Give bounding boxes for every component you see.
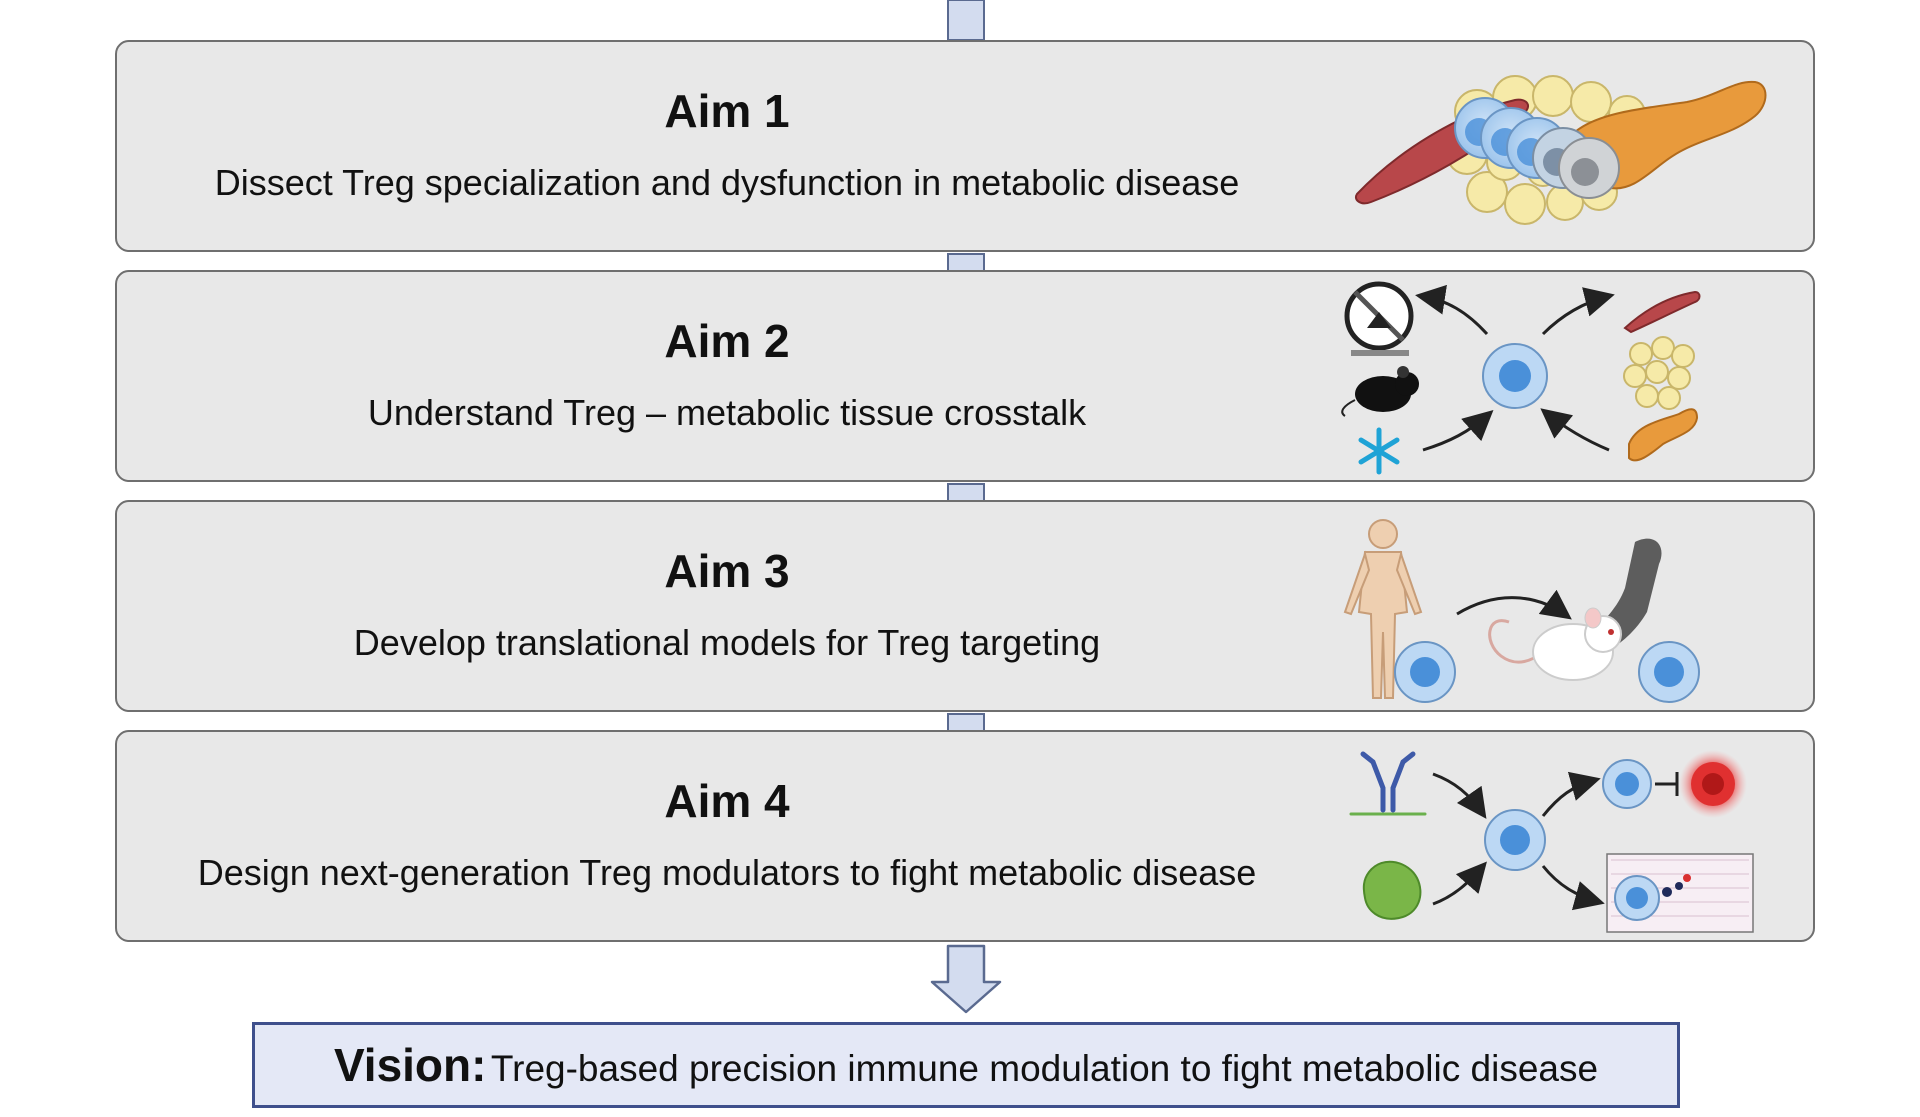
microbe-icon xyxy=(1362,860,1422,920)
inhibition-icon xyxy=(1655,772,1679,796)
antibody-icon xyxy=(1349,751,1427,816)
aim-4-title: Aim 4 xyxy=(664,775,790,827)
aim-2-box: Aim 2 Understand Treg – metabolic tissue… xyxy=(115,270,1815,482)
top-connector xyxy=(947,0,985,41)
aim-2-title: Aim 2 xyxy=(664,315,790,367)
vision-box: Vision: Treg-based precision immune modu… xyxy=(252,1022,1680,1108)
exercise-wheel-icon xyxy=(1344,281,1414,356)
aim-1-illustration xyxy=(1355,75,1767,225)
aim-1-title: Aim 1 xyxy=(664,85,790,137)
aim-2-illustration xyxy=(1341,281,1701,475)
mouse-icon xyxy=(1341,366,1419,417)
aim-3-illustration xyxy=(1343,519,1700,703)
aim-4-description: Design next-generation Treg modulators t… xyxy=(197,852,1257,893)
aim-4-illustration xyxy=(1349,750,1754,933)
humanized-mouse-icon xyxy=(1488,607,1622,681)
treg-cell-icon xyxy=(1454,97,1620,199)
human-body-icon xyxy=(1343,519,1423,699)
aim-3-title: Aim 3 xyxy=(664,545,790,597)
aim-1-description: Dissect Treg specialization and dysfunct… xyxy=(214,162,1240,203)
treg-cell-icon xyxy=(1482,343,1548,409)
cold-snowflake-icon xyxy=(1358,427,1400,475)
treg-cell-icon xyxy=(1602,759,1652,809)
muscle-icon xyxy=(1623,290,1701,334)
vision-text: Treg-based precision immune modulation t… xyxy=(490,1048,1599,1089)
aim-2-description: Understand Treg – metabolic tissue cross… xyxy=(367,392,1087,433)
vision-label: Vision: xyxy=(333,1039,487,1091)
pancreas-icon xyxy=(1628,408,1699,462)
aim-4-box: Aim 4 Design next-generation Treg modula… xyxy=(115,730,1815,942)
tissue-icon xyxy=(1606,853,1754,933)
inhibited-cell-icon xyxy=(1679,750,1747,818)
treg-cell-icon xyxy=(1484,809,1546,871)
vision-arrow-icon xyxy=(930,944,1002,1014)
aim-3-description: Develop translational models for Treg ta… xyxy=(353,622,1101,663)
aim-3-box: Aim 3 Develop translational models for T… xyxy=(115,500,1815,712)
treg-cell-icon xyxy=(1394,641,1456,703)
treg-cell-icon xyxy=(1638,641,1700,703)
aim-1-box: Aim 1 Dissect Treg specialization and dy… xyxy=(115,40,1815,252)
adipose-tissue-icon xyxy=(1623,336,1695,410)
